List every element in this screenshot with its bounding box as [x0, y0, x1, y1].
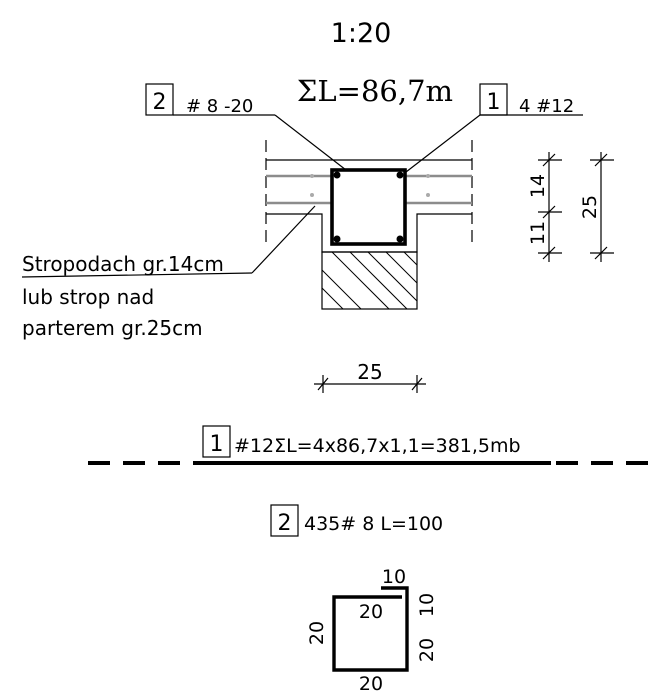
stirrup-left-dim: 20	[306, 621, 328, 645]
slab-note-line-1: Stropodach gr.14cm	[22, 252, 224, 276]
dim-slab-thick: 25	[579, 195, 601, 219]
dim-slab-thin: 14	[527, 174, 549, 198]
bar-1-number: 1	[210, 432, 224, 457]
dim-arrow	[542, 205, 556, 219]
bar-2-number: 2	[278, 511, 292, 536]
dim-width: 25	[357, 360, 382, 384]
main-bar	[333, 171, 341, 179]
total-length-label: ΣL=86,7m	[297, 74, 453, 108]
wall-outline	[321, 251, 418, 310]
main-bar	[333, 235, 341, 243]
mark-1-leader	[405, 114, 481, 173]
stirrup-right-inner-dim: 20	[416, 638, 438, 662]
slab-note-line-2: lub strop nad	[22, 285, 154, 309]
slab-note-underline	[21, 272, 253, 278]
mark-2-leader	[274, 114, 347, 171]
cross-section	[265, 140, 473, 310]
mark-1-label: 4 #12	[519, 96, 574, 117]
dim-below: 11	[527, 221, 549, 245]
stirrup-hook-dim: 10	[382, 566, 406, 588]
slab-note-leader	[251, 205, 316, 274]
dim-arrow	[542, 246, 556, 260]
mark-2-callout: 2 # 8 -20	[145, 83, 347, 171]
mark-1-number: 1	[487, 90, 501, 115]
mark-2-label: # 8 -20	[186, 96, 253, 117]
slab-dot	[310, 174, 314, 178]
main-bar	[396, 171, 404, 179]
dim-arrow	[317, 377, 329, 391]
main-bar	[396, 235, 404, 243]
dim-arrow	[594, 246, 608, 260]
stirrup-bottom-dim: 20	[359, 673, 383, 693]
vertical-dimensions: 14 11 25	[527, 152, 614, 262]
slab-note-line-3: parterem gr.25cm	[22, 316, 203, 340]
dim-arrow	[542, 153, 556, 167]
stirrup-shape: 10 20 20 20 10 20	[306, 566, 438, 693]
dim-arrow	[594, 153, 608, 167]
scale-label: 1:20	[331, 18, 392, 49]
stirrup-top-dim: 20	[359, 601, 383, 623]
bar-1-schedule: 1 #12ΣL=4x86,7x1,1=381,5mb	[88, 425, 650, 465]
bar-2-text: 435# 8 L=100	[304, 513, 443, 535]
concrete-outline	[266, 159, 472, 253]
slab-note: Stropodach gr.14cm lub strop nad partere…	[21, 205, 316, 340]
bar-2-schedule: 2 435# 8 L=100	[270, 504, 443, 537]
bar-2-box	[270, 504, 299, 537]
stirrup-outline	[330, 168, 407, 246]
stirrup-right-outer-dim: 10	[416, 593, 438, 617]
bar-1-box	[202, 425, 231, 458]
bar-1-text: #12ΣL=4x86,7x1,1=381,5mb	[234, 435, 521, 457]
slab-dot	[426, 174, 430, 178]
dim-arrow	[411, 377, 423, 391]
slab-dot	[426, 193, 430, 197]
stirrup-bar	[332, 586, 409, 672]
slab-dot	[310, 193, 314, 197]
mark-1-callout: 1 4 #12	[405, 83, 583, 173]
width-dimension: 25	[314, 360, 426, 393]
mark-2-box	[145, 83, 174, 116]
wall-hatch	[321, 251, 418, 310]
mark-2-number: 2	[153, 90, 167, 115]
